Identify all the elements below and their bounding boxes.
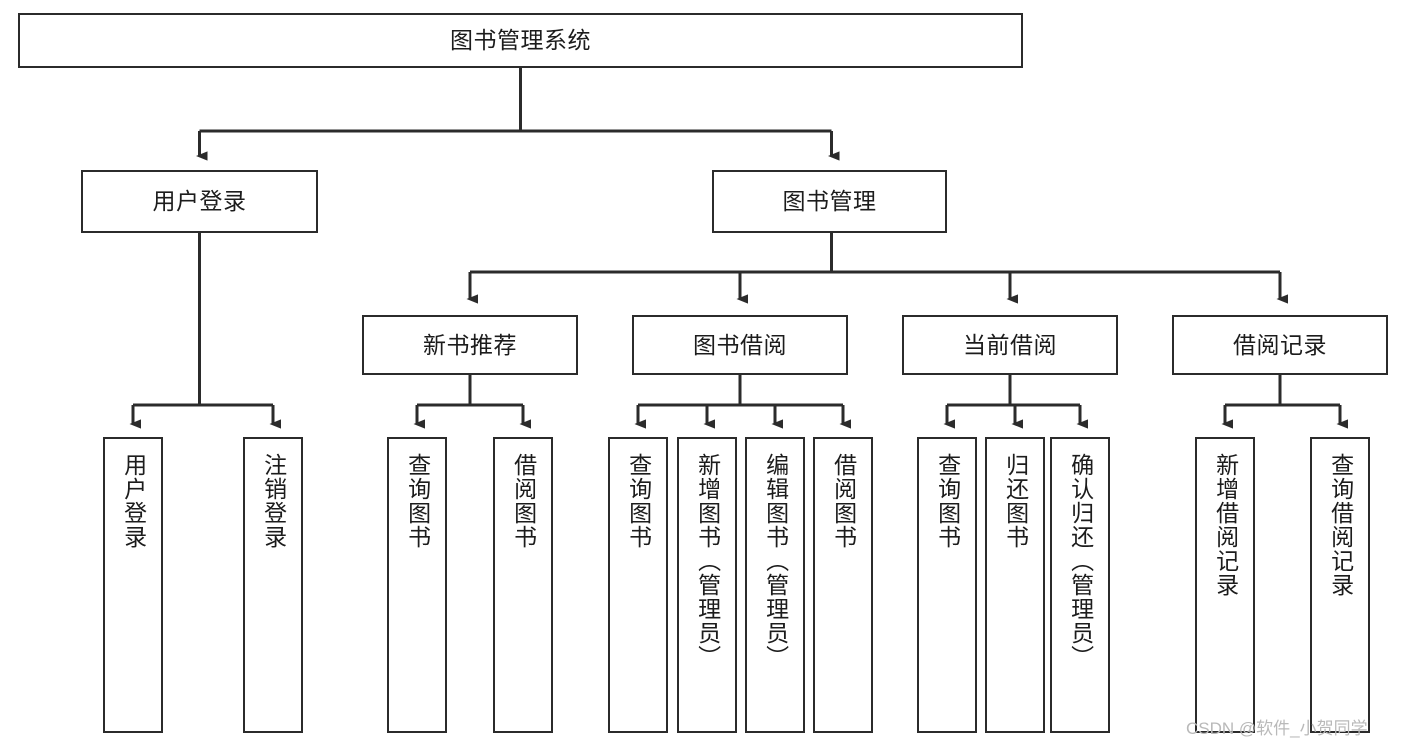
leaf-record-query-record[interactable]: 查询借阅记录 [1310,437,1370,733]
node-label: 当前借阅 [963,331,1057,358]
node-label: 图书管理系统 [450,27,591,54]
leaf-borrow-borrow-book[interactable]: 借阅图书 [813,437,873,733]
node-current-borrow[interactable]: 当前借阅 [902,315,1118,375]
node-label: 图书借阅 [693,331,787,358]
node-label: 确认归还（管理员） [1067,453,1094,669]
node-label: 借阅图书 [830,453,857,549]
leaf-recommend-borrow-book[interactable]: 借阅图书 [493,437,553,733]
node-label: 新书推荐 [423,331,517,358]
node-label: 归还图书 [1002,453,1029,549]
node-label: 注销登录 [260,453,287,549]
leaf-current-return-book[interactable]: 归还图书 [985,437,1045,733]
leaf-user-login[interactable]: 用户登录 [103,437,163,733]
node-new-book-recommend[interactable]: 新书推荐 [362,315,578,375]
node-label: 编辑图书（管理员） [762,453,789,669]
node-root-system[interactable]: 图书管理系统 [18,13,1023,68]
csdn-watermark: CSDN @软件_小贺同学 [1186,719,1368,738]
node-label: 查询图书 [404,453,431,549]
node-user-login[interactable]: 用户登录 [81,170,318,233]
node-borrow-record[interactable]: 借阅记录 [1172,315,1388,375]
leaf-borrow-add-book[interactable]: 新增图书（管理员） [677,437,737,733]
node-label: 图书管理 [782,188,877,215]
node-book-borrow[interactable]: 图书借阅 [632,315,848,375]
node-label: 查询图书 [934,453,961,549]
node-label: 新增图书（管理员） [694,453,721,669]
leaf-recommend-query-book[interactable]: 查询图书 [387,437,447,733]
leaf-borrow-edit-book[interactable]: 编辑图书（管理员） [745,437,805,733]
node-label: 用户登录 [152,188,247,215]
node-label: 查询图书 [625,453,652,549]
node-label: 新增借阅记录 [1212,453,1239,597]
leaf-current-confirm-return[interactable]: 确认归还（管理员） [1050,437,1110,733]
node-book-management[interactable]: 图书管理 [712,170,947,233]
node-label: 用户登录 [120,453,147,549]
leaf-borrow-query-book[interactable]: 查询图书 [608,437,668,733]
node-label: 查询借阅记录 [1327,453,1354,597]
node-label: 借阅图书 [510,453,537,549]
node-label: 借阅记录 [1233,331,1327,358]
leaf-user-logout[interactable]: 注销登录 [243,437,303,733]
leaf-current-query-book[interactable]: 查询图书 [917,437,977,733]
leaf-record-add-record[interactable]: 新增借阅记录 [1195,437,1255,733]
